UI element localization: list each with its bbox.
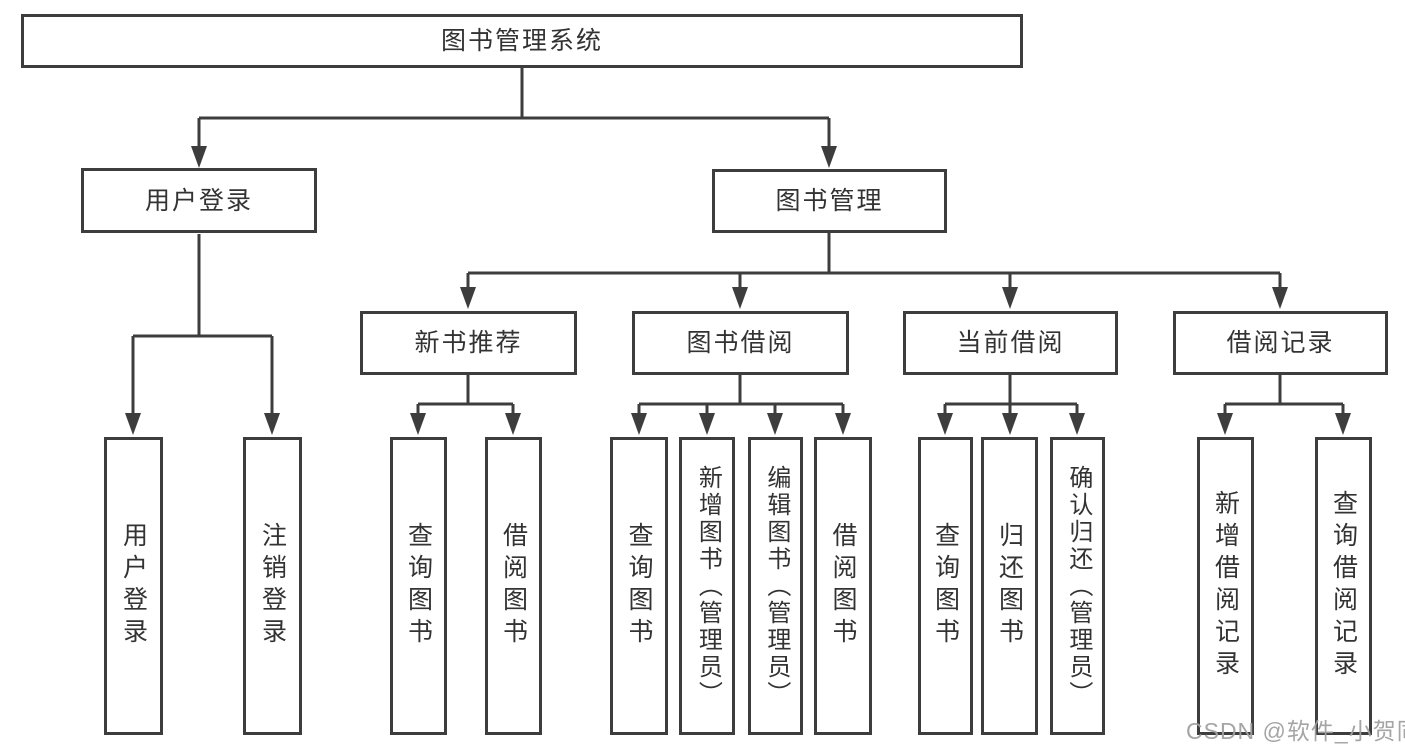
leaf-add-books-admin-label: 新增图书（管理员） [694, 464, 722, 708]
leaf-current-query-books-label: 查询图书 [931, 522, 960, 650]
leaf-logout-label: 注销登录 [258, 522, 287, 650]
node-root-system-label: 图书管理系统 [440, 27, 603, 55]
node-book-borrow: 图书借阅 [632, 311, 849, 375]
leaf-add-borrow-record-label: 新增借阅记录 [1211, 490, 1240, 682]
leaf-user-login-label: 用户登录 [119, 522, 148, 650]
leaf-current-query-books: 查询图书 [918, 437, 973, 735]
leaf-recommend-query-books: 查询图书 [390, 437, 447, 735]
csdn-watermark: CSDN @软件_小贺同学 [1186, 718, 1405, 744]
node-borrow-records-label: 借阅记录 [1226, 329, 1335, 357]
leaf-borrow-query-books: 查询图书 [610, 437, 668, 735]
node-current-borrow: 当前借阅 [903, 311, 1118, 375]
node-book-borrow-label: 图书借阅 [686, 329, 795, 357]
leaf-query-borrow-record-label: 查询借阅记录 [1329, 490, 1358, 682]
leaf-user-login: 用户登录 [104, 437, 163, 735]
node-borrow-records: 借阅记录 [1173, 311, 1388, 375]
leaf-confirm-return-admin-label: 确认归还（管理员） [1064, 464, 1092, 708]
leaf-borrow-books: 借阅图书 [814, 437, 872, 735]
leaf-recommend-borrow-books: 借阅图书 [485, 437, 542, 735]
leaf-recommend-borrow-books-label: 借阅图书 [499, 522, 528, 650]
leaf-logout: 注销登录 [243, 437, 302, 735]
node-new-book-recommend: 新书推荐 [360, 311, 577, 375]
leaf-borrow-books-label: 借阅图书 [829, 522, 857, 650]
node-root-system: 图书管理系统 [21, 14, 1023, 68]
leaf-recommend-query-books-label: 查询图书 [404, 522, 433, 650]
leaf-add-borrow-record: 新增借阅记录 [1197, 437, 1254, 735]
leaf-edit-books-admin: 编辑图书（管理员） [748, 437, 803, 735]
leaf-add-books-admin: 新增图书（管理员） [679, 437, 735, 735]
leaf-return-books: 归还图书 [981, 437, 1038, 735]
leaf-return-books-label: 归还图书 [995, 522, 1024, 650]
node-book-management-label: 图书管理 [775, 187, 884, 215]
leaf-query-borrow-record: 查询借阅记录 [1315, 437, 1372, 735]
leaf-confirm-return-admin: 确认归还（管理员） [1050, 437, 1105, 735]
node-user-login: 用户登录 [81, 168, 317, 233]
node-new-book-recommend-label: 新书推荐 [414, 329, 523, 357]
node-book-management: 图书管理 [712, 169, 947, 233]
leaf-edit-books-admin-label: 编辑图书（管理员） [762, 464, 790, 708]
node-user-login-label: 用户登录 [144, 186, 253, 215]
node-current-borrow-label: 当前借阅 [956, 329, 1065, 357]
leaf-borrow-query-books-label: 查询图书 [625, 522, 653, 650]
